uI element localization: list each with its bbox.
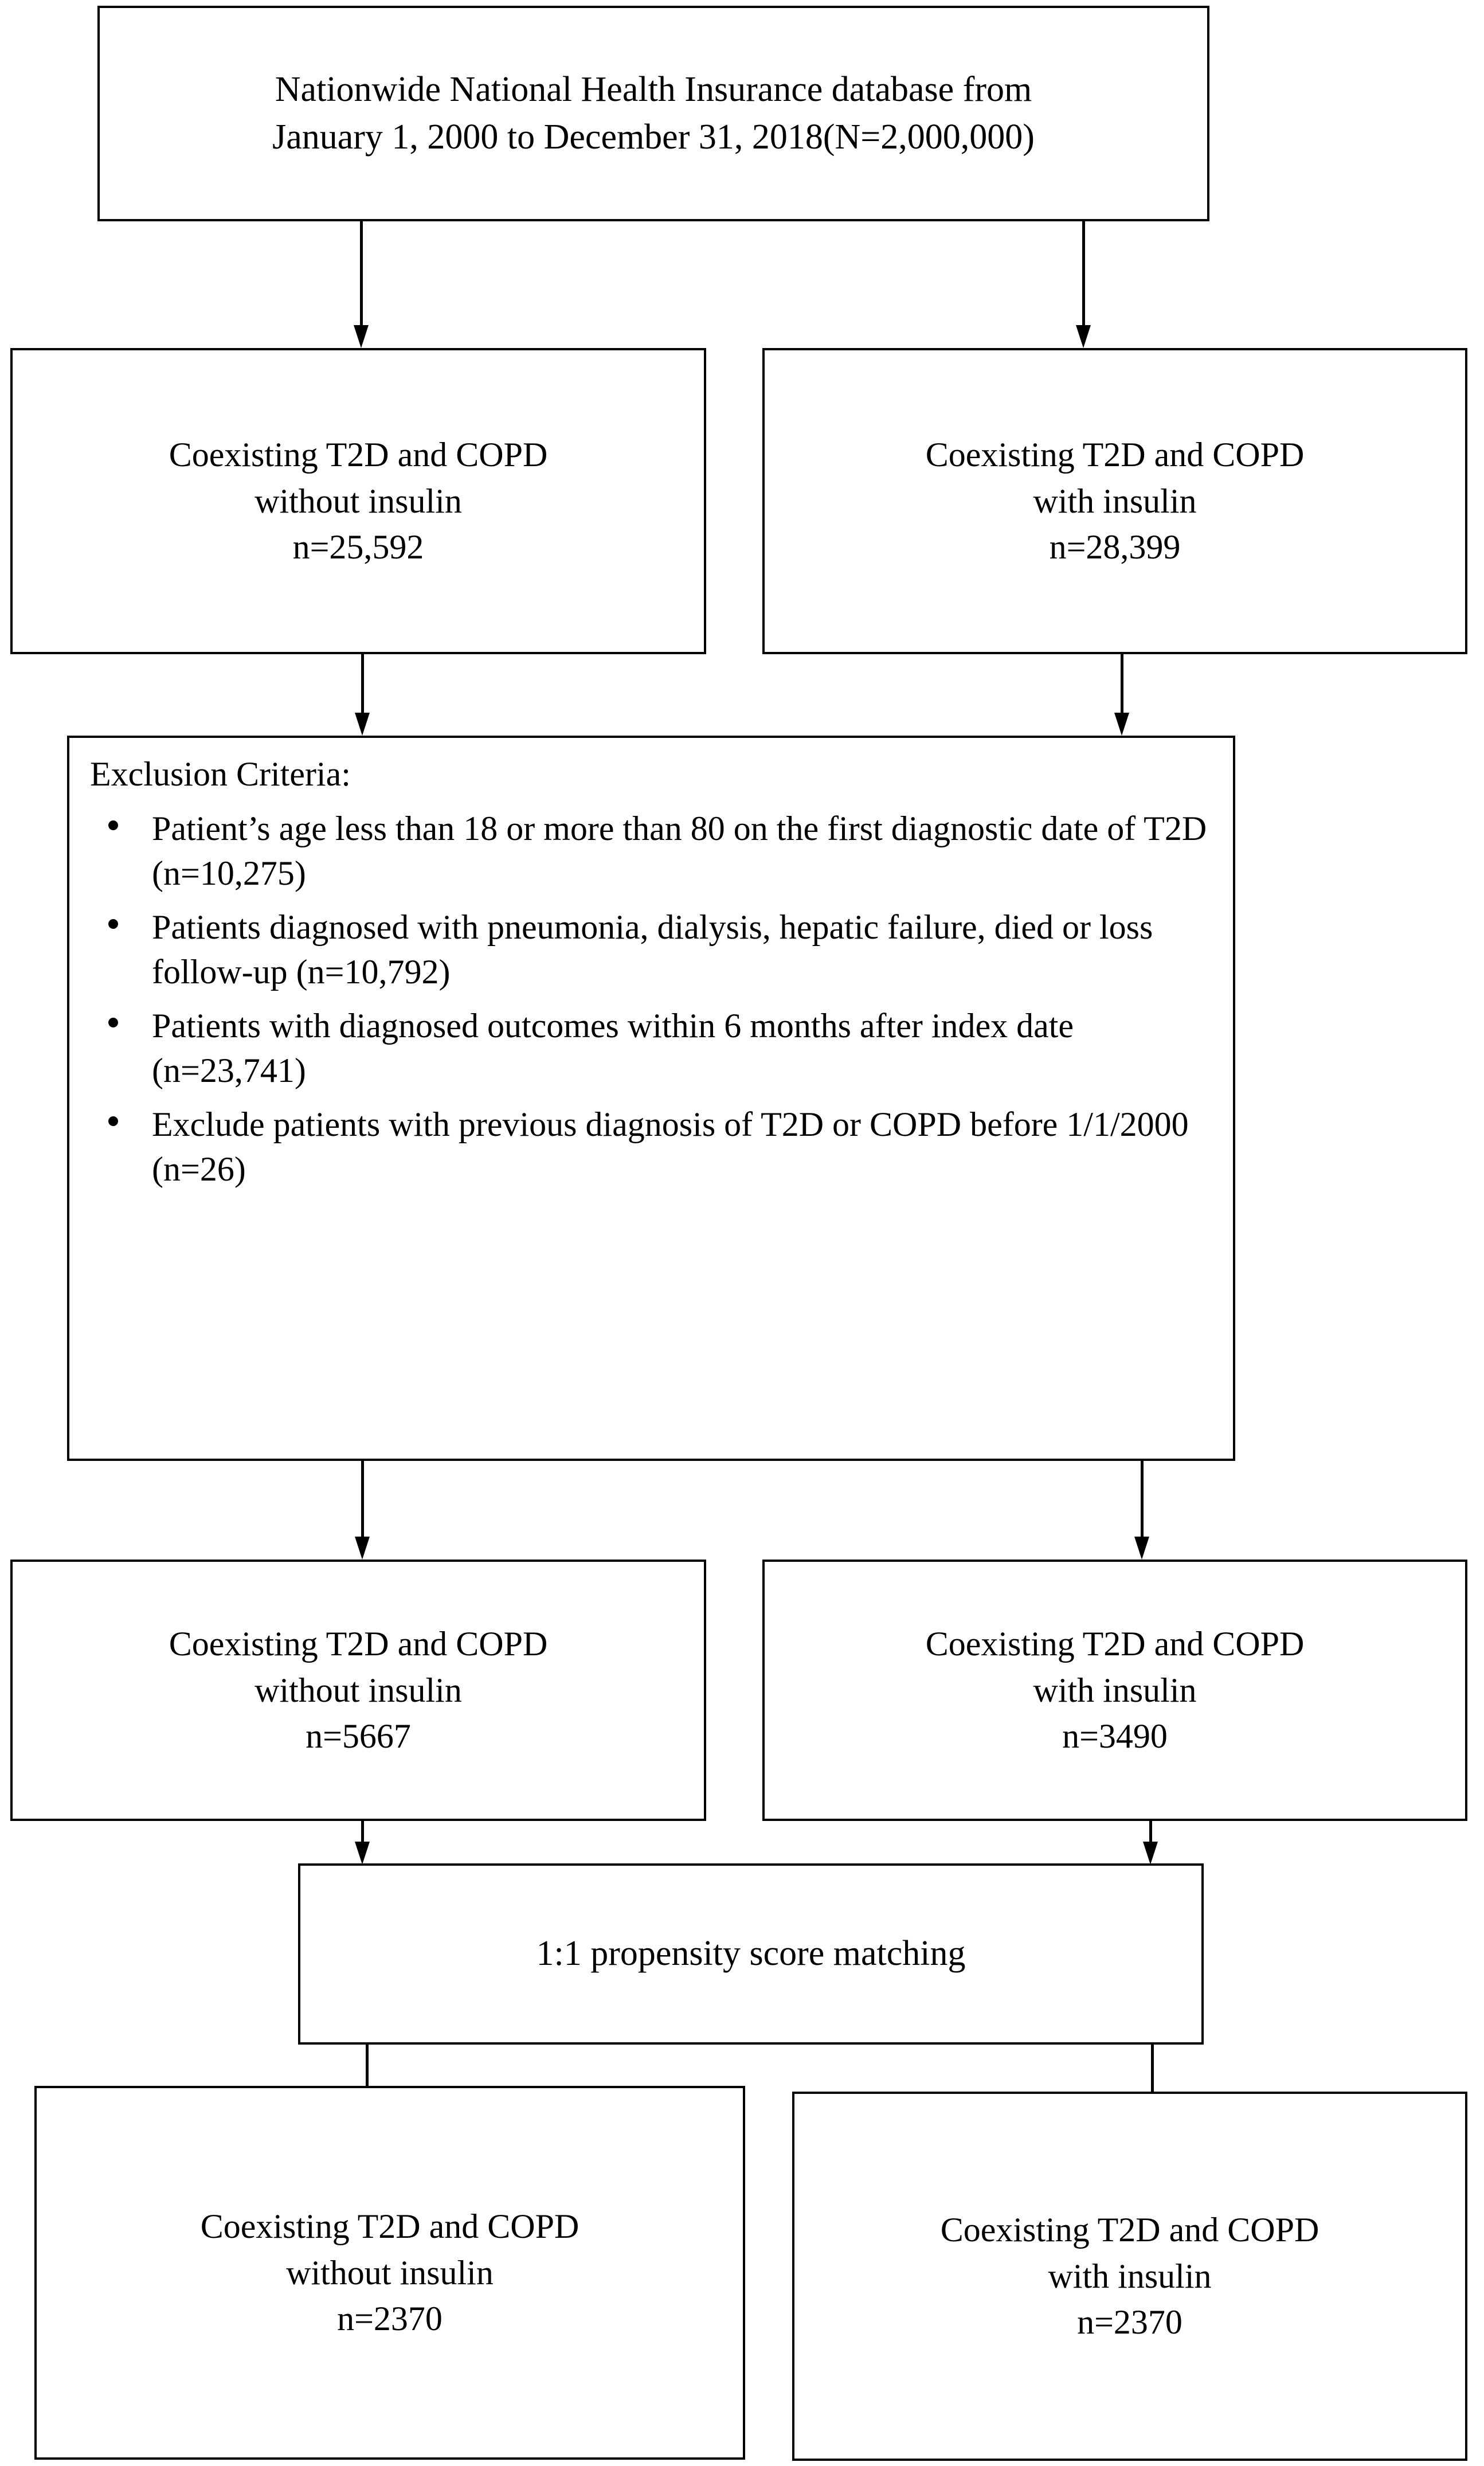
matching-label: 1:1 propensity score matching [536,1934,966,1973]
node-source-line-1: Nationwide National Health Insurance dat… [275,69,1032,109]
arrowhead-icon [1143,1842,1158,1865]
connector-line [1151,2045,1154,2092]
cohort-post-right-count: n=3490 [1062,1717,1168,1756]
cohort-pre-left-line-2: without insulin [254,482,462,520]
connector-line [360,221,363,325]
matched-right-count: n=2370 [1077,2303,1182,2342]
exclusion-criteria-title: Exclusion Criteria: [90,755,351,793]
cohort-pre-left-line-1: Coexisting T2D and COPD [169,436,548,474]
cohort-pre-left-count: n=25,592 [292,528,424,566]
bullet-icon [108,1116,118,1127]
exclusion-criteria-item: Patients diagnosed with pneumonia, dialy… [89,905,1213,994]
matched-left-count: n=2370 [337,2300,443,2338]
connector-exclusion-to-cohort-post-right [1134,1461,1149,1560]
matched-right-line-2: with insulin [1048,2257,1212,2295]
connector-cohort-post-right-to-matching [1143,1821,1158,1865]
connector-line [366,2045,369,2086]
exclusion-criteria-item-text: Patients diagnosed with pneumonia, dialy… [152,908,1153,991]
connector-line [1149,1821,1152,1842]
cohort-post-right-line-1: Coexisting T2D and COPD [925,1625,1305,1663]
node-cohort-post-without-insulin: Coexisting T2D and COPD without insulin … [10,1560,706,1821]
arrowhead-icon [1076,325,1091,348]
cohort-pre-right-line-1: Coexisting T2D and COPD [925,436,1305,474]
node-matched-without-insulin: Coexisting T2D and COPD without insulin … [34,2086,745,2460]
exclusion-criteria-item: Patients with diagnosed outcomes within … [89,1003,1213,1093]
node-source-database: Nationwide National Health Insurance dat… [97,6,1209,221]
node-propensity-score-matching: 1:1 propensity score matching [298,1863,1204,2045]
bullet-icon [108,919,118,929]
matched-left-line-2: without insulin [286,2253,494,2292]
node-cohort-pre-with-insulin: Coexisting T2D and COPD with insulin n=2… [762,348,1467,654]
arrowhead-icon [1114,713,1129,736]
connector-source-to-cohort-pre-right [1076,221,1091,348]
node-matched-with-insulin: Coexisting T2D and COPD with insulin n=2… [792,2092,1467,2461]
exclusion-criteria-item: Exclude patients with previous diagnosis… [89,1102,1213,1191]
node-source-line-2: January 1, 2000 to December 31, 2018(N=2… [272,118,1035,157]
cohort-post-left-count: n=5667 [306,1717,411,1756]
connector-line [1082,221,1085,325]
exclusion-criteria-item-text: Exclude patients with previous diagnosis… [152,1105,1189,1188]
cohort-post-left-line-1: Coexisting T2D and COPD [169,1625,548,1663]
arrowhead-icon [355,1842,370,1865]
bullet-icon [108,820,118,831]
arrowhead-icon [355,1537,370,1560]
exclusion-criteria-item-text: Patient’s age less than 18 or more than … [152,810,1207,892]
connector-line [361,654,364,713]
connector-cohort-pre-right-to-exclusion [1114,654,1129,736]
matched-right-line-1: Coexisting T2D and COPD [940,2211,1319,2249]
cohort-pre-right-count: n=28,399 [1049,528,1181,566]
node-cohort-post-with-insulin: Coexisting T2D and COPD with insulin n=3… [762,1560,1467,1821]
arrowhead-icon [354,325,369,348]
exclusion-criteria-item: Patient’s age less than 18 or more than … [89,806,1213,896]
node-cohort-pre-without-insulin: Coexisting T2D and COPD without insulin … [10,348,706,654]
cohort-pre-right-line-2: with insulin [1033,482,1197,520]
arrowhead-icon [1134,1537,1149,1560]
cohort-post-right-line-2: with insulin [1033,1671,1197,1709]
exclusion-criteria-list: Patient’s age less than 18 or more than … [89,806,1213,1191]
connector-cohort-pre-left-to-exclusion [355,654,370,736]
connector-line [361,1821,364,1842]
matched-left-line-1: Coexisting T2D and COPD [200,2207,579,2246]
exclusion-criteria-item-text: Patients with diagnosed outcomes within … [152,1007,1074,1089]
arrowhead-icon [355,713,370,736]
connector-line [361,1461,364,1537]
cohort-post-left-line-2: without insulin [254,1671,462,1709]
connector-line [1121,654,1123,713]
connector-line [1141,1461,1144,1537]
connector-source-to-cohort-pre-left [354,221,369,348]
connector-cohort-post-left-to-matching [355,1821,370,1865]
node-exclusion-criteria: Exclusion Criteria: Patient’s age less t… [67,736,1235,1461]
connector-exclusion-to-cohort-post-left [355,1461,370,1560]
bullet-icon [108,1018,118,1028]
